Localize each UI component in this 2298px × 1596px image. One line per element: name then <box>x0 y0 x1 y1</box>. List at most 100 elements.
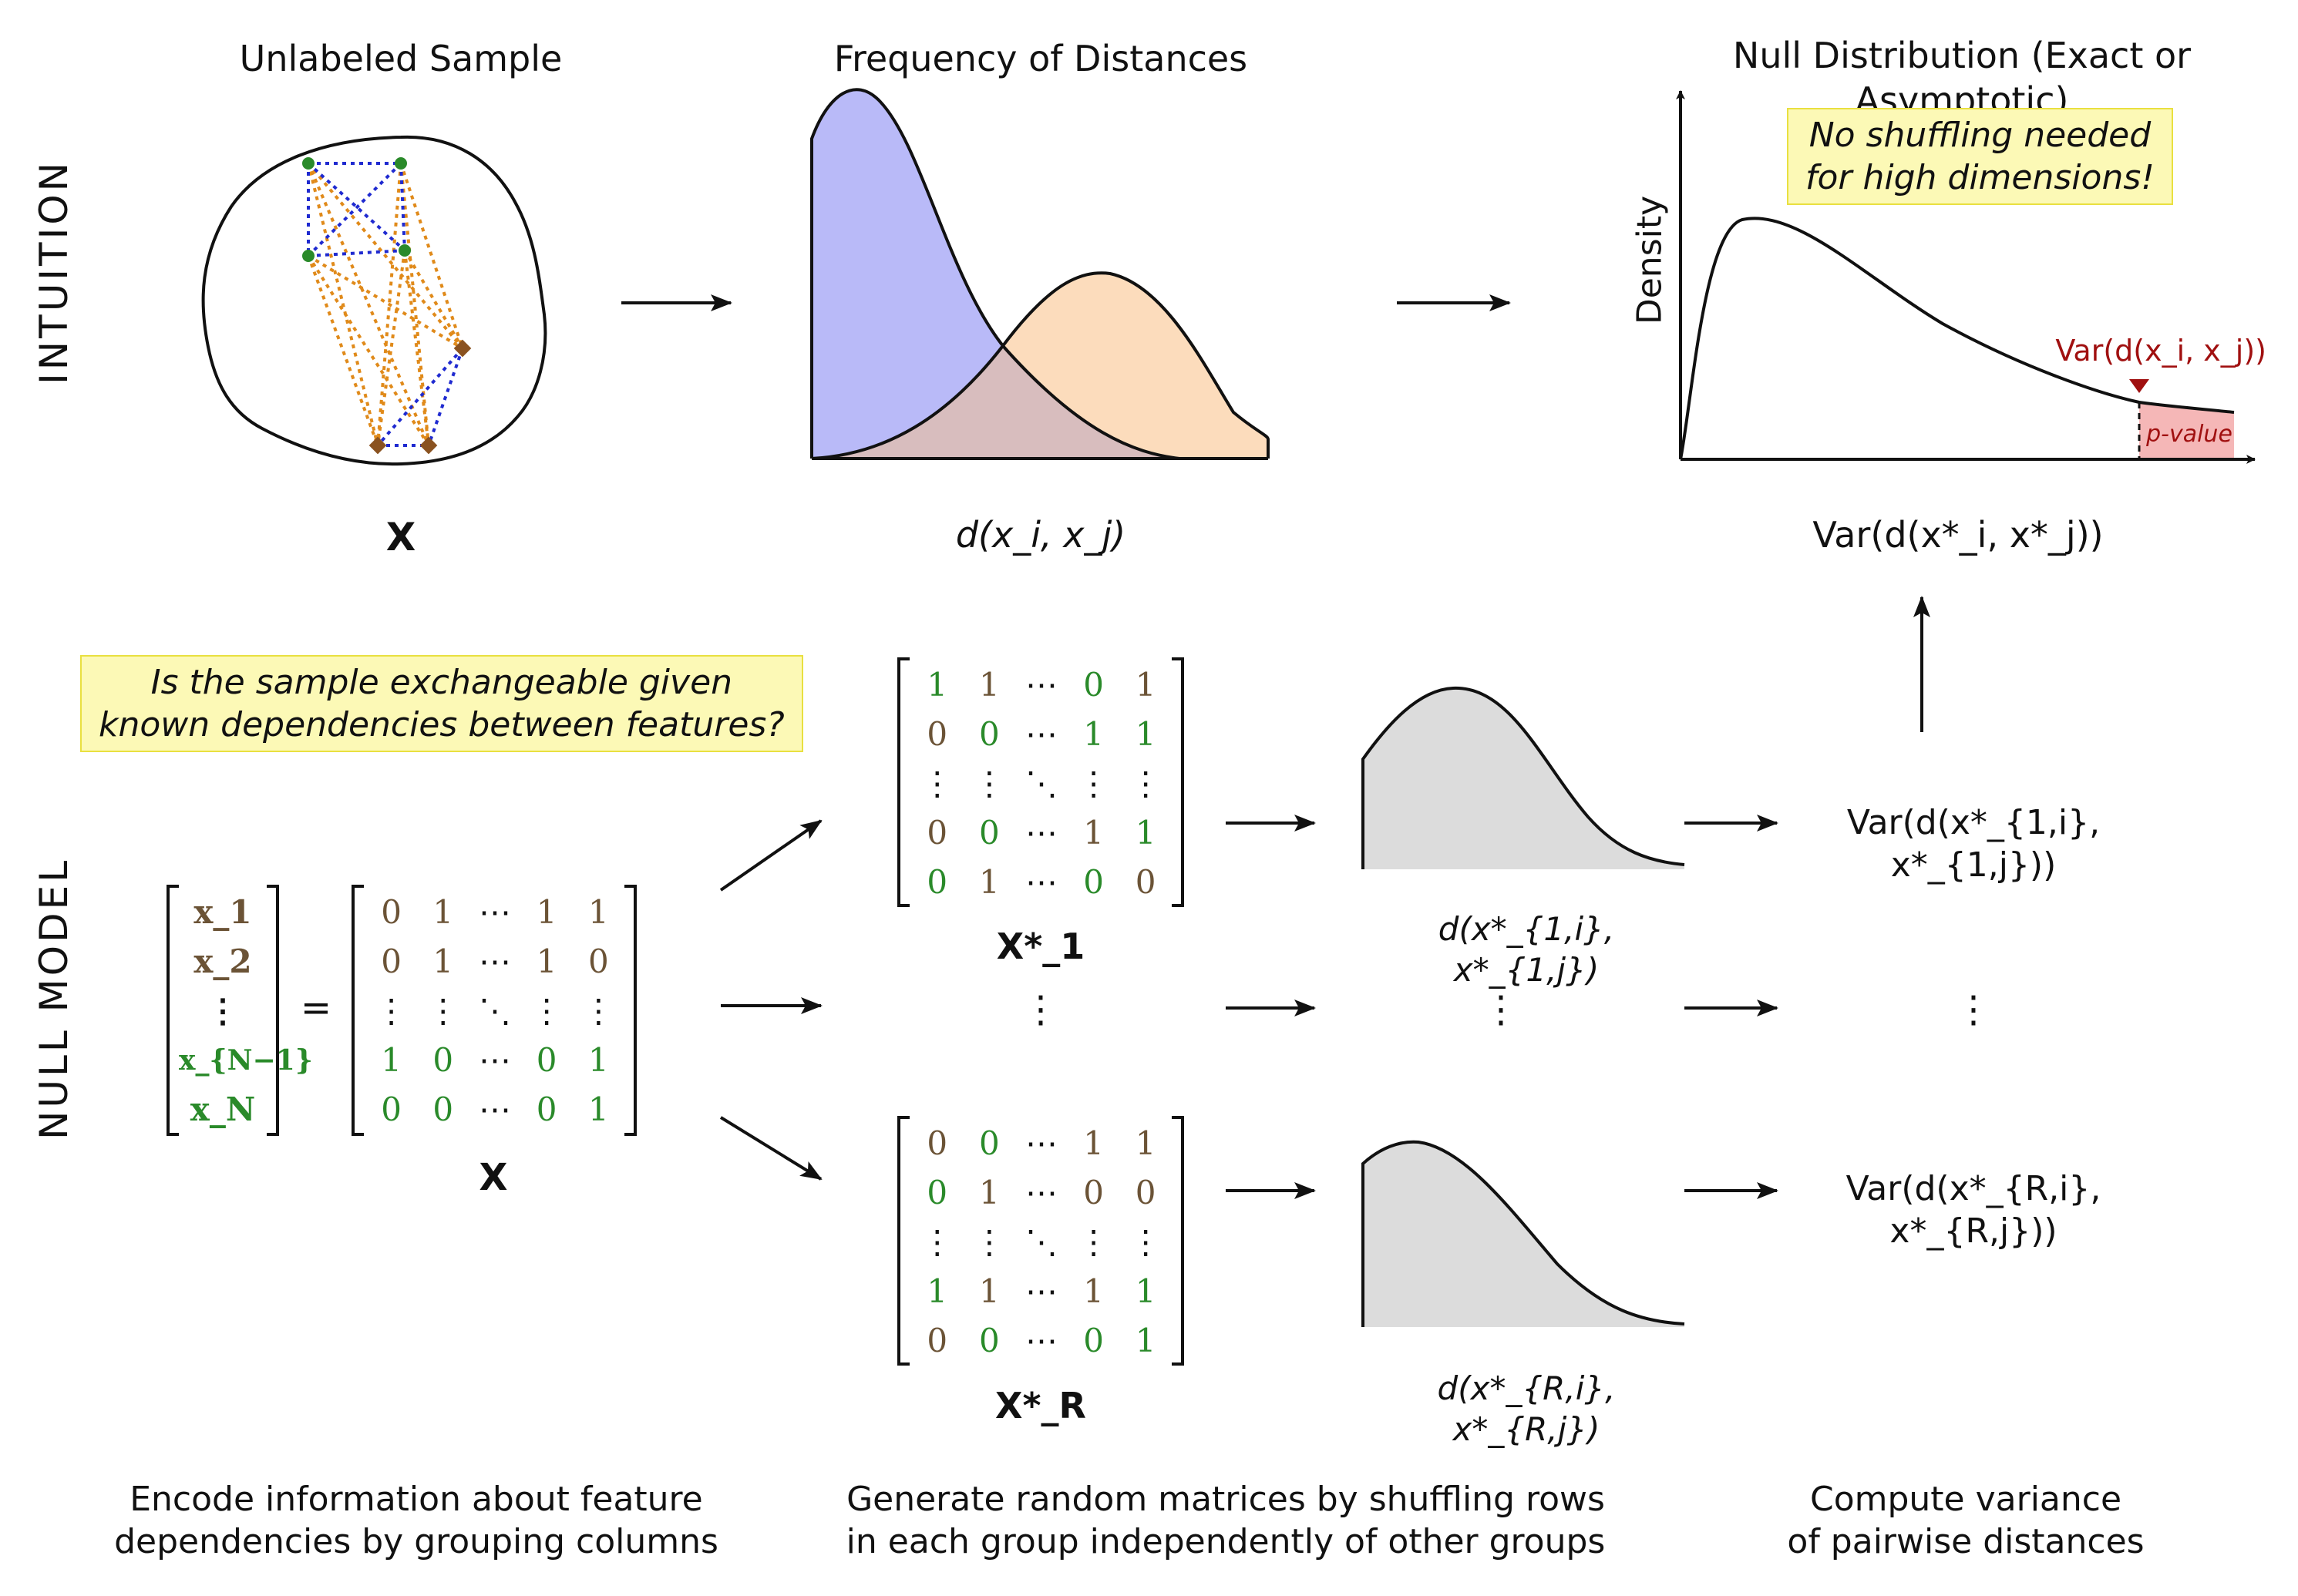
blue-density-curve <box>810 88 1180 460</box>
distR-label: d(x*_{R,i}, x*_{R,j}) <box>1437 1369 1616 1448</box>
XR-label: X*_R <box>995 1385 1086 1426</box>
matrix-cell: 1 <box>1135 715 1156 753</box>
matrix-cell: ⋮ <box>920 1223 954 1261</box>
null-model-row-label: NULL MODEL <box>32 857 76 1140</box>
distances-label: d(x_i, x_j) <box>955 514 1126 556</box>
matrix-cell: 0 <box>1083 666 1104 704</box>
dist1-label: d(x*_{1,i}, x*_{1,j}) <box>1438 910 1615 989</box>
matrix-cell: 0 <box>536 1041 557 1079</box>
sample-nodes-green <box>302 157 411 262</box>
matrix-cell: 1 <box>1135 1272 1156 1310</box>
matrix-cell: ⋮ <box>920 764 954 802</box>
matrix-cell: 1 <box>1083 1124 1104 1162</box>
question-line-1: Is the sample exchangeable given <box>150 663 733 702</box>
matrix-cell: ⋮ <box>530 992 564 1030</box>
matrix-cell: ⋯ <box>1025 1322 1058 1359</box>
matrix-cell: 0 <box>381 1090 402 1128</box>
matrix-cell: 1 <box>587 893 609 931</box>
sample-blob-outline <box>201 135 547 466</box>
matrix-cell: 0 <box>979 1322 1000 1359</box>
matrix-cell: ⋯ <box>1025 666 1058 704</box>
caption-middle-line-2: in each group independently of other gro… <box>846 1522 1606 1561</box>
caption-left-line-2: dependencies by grouping columns <box>114 1522 718 1561</box>
orange-density-curve <box>811 271 1270 460</box>
matrix-cell: 1 <box>1083 715 1104 753</box>
matrix-cell: 0 <box>432 1041 454 1079</box>
matrix-cell: 0 <box>1083 1322 1104 1359</box>
observed-marker-triangle <box>2129 379 2149 393</box>
sample-nodes-brown <box>368 339 472 455</box>
matrix-cell: 1 <box>536 893 557 931</box>
blue-density-fill <box>812 89 1179 459</box>
matrix-cell: ⋯ <box>478 893 511 931</box>
row-vector-x1: x_1 <box>193 893 252 931</box>
matrix-cell: 1 <box>927 666 948 704</box>
matrix-cell: 1 <box>432 893 454 931</box>
sample-title: Unlabeled Sample <box>239 38 563 79</box>
null-ylabel: Density <box>1630 195 1670 325</box>
matrix-cell: ⋯ <box>1025 1174 1058 1211</box>
X1-label: X*_1 <box>996 926 1085 967</box>
matrix-cell: 1 <box>587 1090 609 1128</box>
sample-edges-blue <box>307 162 464 447</box>
observed-label: Var(d(x_i, x_j)) <box>2055 334 2266 368</box>
varR-label: Var(d(x*_{R,i}, x*_{R,j})) <box>1845 1169 2101 1251</box>
distances-title: Frequency of Distances <box>833 38 1248 79</box>
matrix-cell: 0 <box>1083 863 1104 901</box>
matrix-cell: 0 <box>587 942 609 980</box>
middle-vdots: ⋮ <box>1022 988 1059 1031</box>
matrix-cell: 1 <box>927 1272 948 1310</box>
sample-edges-orange <box>307 162 464 447</box>
equals-sign: = <box>300 986 332 1030</box>
matrix-cell: ⋮ <box>375 992 408 1030</box>
matrix-cell: ⋯ <box>478 1041 511 1079</box>
exchangeable-question-callout: Is the sample exchangeable given known d… <box>80 655 803 752</box>
permuted-distance-dist-R <box>1361 1140 1685 1327</box>
sample-label: X <box>385 515 416 559</box>
row-vector-xN-1: x_{N−1} <box>179 1044 313 1077</box>
matrix-cell: 1 <box>1135 1322 1156 1359</box>
matrix-cell: 0 <box>927 1174 948 1211</box>
matrix-cell: ⋱ <box>1025 764 1058 802</box>
caption-left: Encode information about feature depende… <box>108 1478 725 1563</box>
matrix-cell: 1 <box>1083 1272 1104 1310</box>
matrix-cell: 0 <box>979 1124 1000 1162</box>
matrix-cell: ⋮ <box>1129 764 1162 802</box>
matrix-row: ⋮⋮⋱⋮⋮ <box>365 986 624 1036</box>
matrix-cell: 1 <box>1083 814 1104 852</box>
matrix-cell: 0 <box>927 814 948 852</box>
matrix-row: ⋮ ⋮ ⋱ ⋮ ⋮ <box>911 759 1172 808</box>
callout-line-1: No shuffling needed <box>1808 116 2152 155</box>
matrix-cell: ⋮ <box>1077 764 1110 802</box>
caption-middle: Generate random matrices by shuffling ro… <box>833 1478 1619 1563</box>
matrix-cell: ⋯ <box>1025 715 1058 753</box>
matrix-cell: ⋯ <box>1025 814 1058 852</box>
row-vector: x_1 x_2 ⋮ x_{N−1} x_N <box>179 888 313 1134</box>
row-vector-brackets <box>167 885 279 1136</box>
var1-label: Var(d(x*_{1,i}, x*_{1,j})) <box>1846 803 2101 885</box>
matrix-cell: ⋮ <box>973 764 1006 802</box>
arrow-to-XR <box>719 1116 823 1181</box>
matrix-cell: 0 <box>381 942 402 980</box>
matrix-cell: 0 <box>1135 1174 1156 1211</box>
X1-matrix-brackets <box>897 657 1184 907</box>
row-vector-x2: x_2 <box>193 942 252 980</box>
caption-right-line-2: of pairwise distances <box>1787 1522 2145 1561</box>
null-xlabel: Var(d(x*_i, x*_j)) <box>1812 514 2104 556</box>
caption-middle-line-1: Generate random matrices by shuffling ro… <box>846 1480 1605 1519</box>
matrix-cell: 1 <box>432 942 454 980</box>
matrix-cell: 0 <box>1083 1174 1104 1211</box>
caption-right-line-1: Compute variance <box>1809 1480 2122 1519</box>
matrix-cell: 1 <box>381 1041 402 1079</box>
matrix-cell: 1 <box>1135 814 1156 852</box>
XR-matrix-brackets <box>897 1116 1184 1366</box>
question-line-2: known dependencies between features? <box>99 705 785 744</box>
